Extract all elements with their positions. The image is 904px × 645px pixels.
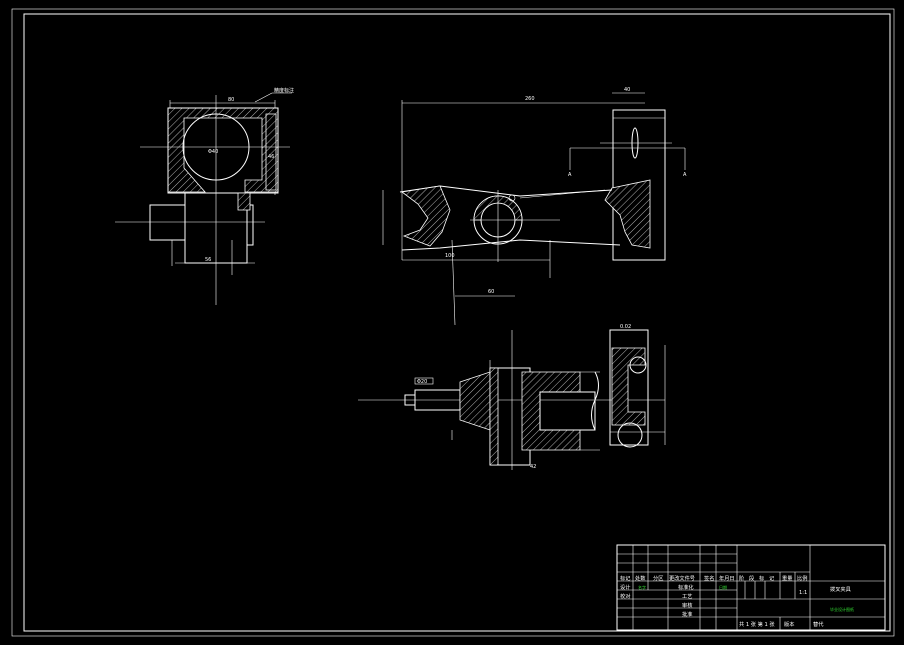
tb-header-sign: 签名 (704, 574, 714, 582)
top-dim-top: 80 (228, 97, 234, 103)
tb-stage-2: 段 (749, 574, 754, 582)
tb-stage-3: 标 (759, 574, 764, 582)
tb-scale-label: 比例 (797, 574, 807, 582)
section-view: Φ20 0.02 42 (358, 324, 666, 470)
section-mark-right: A (683, 172, 687, 178)
tb-drawing-title: 拨叉夹具 (830, 585, 851, 593)
section-dim-height: 42 (530, 464, 536, 470)
section-dim-pin: Φ20 (417, 379, 427, 385)
tb-replace-label: 替代 (813, 620, 824, 628)
tb-scale-value: 1:1 (799, 590, 807, 596)
tb-sheet-info: 共 1 张 第 1 张 (739, 620, 775, 628)
front-dim-head: 40 (624, 87, 630, 93)
tb-craft-label: 工艺 (682, 593, 692, 600)
tb-weight-label: 重量 (782, 574, 792, 582)
outer-border (11, 8, 895, 637)
section-mark-left: A (568, 172, 572, 178)
tb-approve-label: 批准 (682, 610, 692, 618)
front-dim-b: 60 (488, 289, 494, 295)
tb-header-date: 年月日 (719, 574, 735, 582)
tb-header-count: 处数 (635, 574, 646, 582)
tb-header-mark: 标记 (620, 574, 630, 582)
tb-check-label: 校对 (620, 592, 630, 600)
tb-stage-1: 阶 (739, 574, 745, 582)
tb-standard-value: 日期 (719, 584, 727, 590)
tb-design-value: 名字 (638, 584, 646, 590)
front-dim-a: 100 (445, 253, 455, 259)
front-dim-length: 260 (525, 96, 535, 102)
tb-standard-label: 标准化 (678, 583, 694, 591)
top-dim-bottom: 56 (205, 257, 211, 263)
tb-version-label: 版本 (784, 620, 794, 628)
tb-design-label: 设计 (620, 583, 630, 591)
inner-border (23, 13, 891, 632)
title-block: 标记 处数 分区 更改文件号 签名 年月日 阶 段 标 记 重量 比例 1:1 … (616, 544, 886, 631)
top-view: 80 精度标注 Φ40 46 56 (115, 87, 294, 305)
tb-drawing-code: 毕业设计图纸 (830, 606, 854, 612)
tb-header-zone: 分区 (653, 574, 663, 582)
top-dim-right: 46 (268, 154, 274, 160)
top-dim-bore: Φ40 (208, 149, 218, 155)
section-dim-mark: 0.02 (620, 324, 631, 330)
tb-header-change: 更改文件号 (669, 574, 695, 582)
tb-stage-4: 记 (769, 575, 774, 582)
front-view: 260 40 A A 100 60 (382, 87, 687, 326)
tb-review-label: 审核 (682, 601, 692, 609)
top-dim-tag: 精度标注 (274, 87, 294, 94)
